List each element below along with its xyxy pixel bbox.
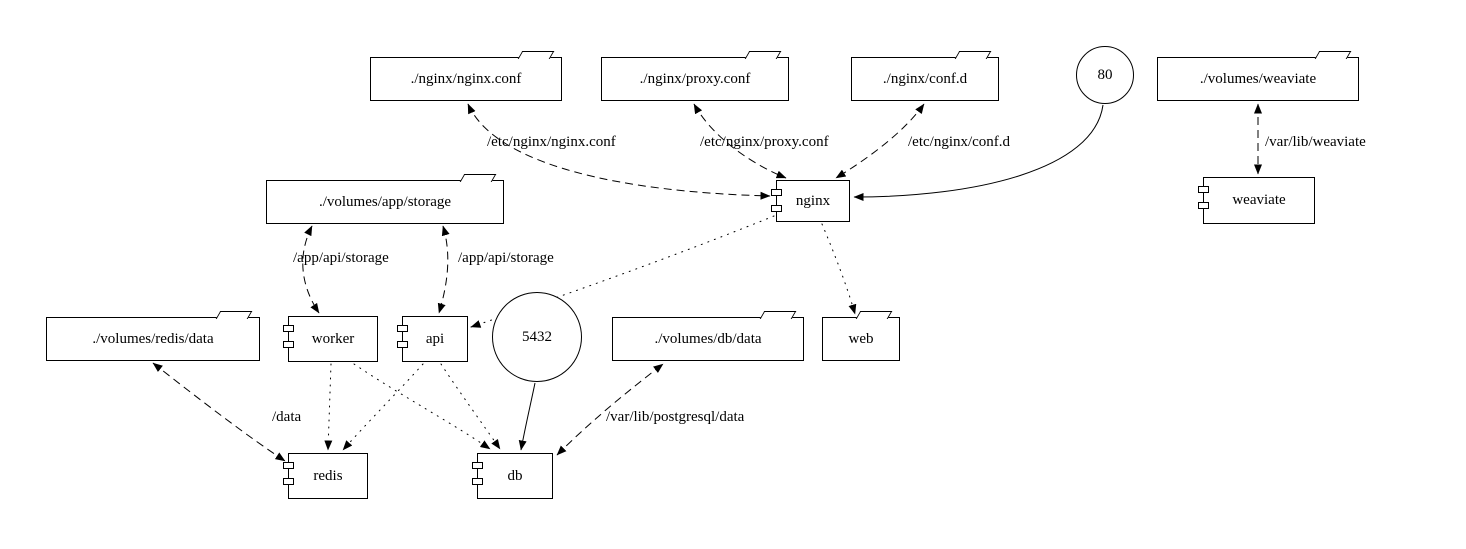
component-port-icon [771,205,782,212]
folder-tab-icon [517,51,555,59]
edge-label-weaviate-mount: /var/lib/weaviate [1265,134,1366,150]
component-weaviate-label: weaviate [1232,192,1286,208]
component-port-icon [397,341,408,348]
folder-conf-d: ./nginx/conf.d [851,51,999,101]
port-5432-label: 5432 [522,328,552,345]
folder-web-label: web [848,330,874,347]
edge-nginx-nginx-conf [467,103,771,200]
component-weaviate: weaviate [1198,177,1315,224]
edge-worker-db [353,363,491,450]
folder-proxy-conf-label: ./nginx/proxy.conf [639,70,751,87]
component-port-icon [771,189,782,196]
folder-volumes-app-storage: ./volumes/app/storage [266,174,504,224]
edge-label-db-mount: /var/lib/postgresql/data [606,409,745,425]
component-port-icon [283,478,294,485]
component-port-icon [1198,186,1209,193]
port-5432-circle: 5432 [492,292,582,382]
edge-nginx-proxy-conf [693,103,787,179]
folder-volumes-redis-data-label: ./volumes/redis/data [92,330,214,347]
folder-volumes-db-data-label: ./volumes/db/data [654,330,762,347]
component-nginx-label: nginx [795,192,831,209]
edge-label-proxy-conf-mount: /etc/nginx/proxy.conf [700,134,829,150]
port-80-circle: 80 [1076,46,1134,104]
folder-volumes-weaviate: ./volumes/weaviate [1157,51,1359,101]
component-port-icon [283,341,294,348]
folder-tab-icon [759,311,797,319]
edge-worker-storage [302,225,320,314]
edge-db-volume [556,363,664,456]
component-port-icon [283,325,294,332]
component-port-icon [283,462,294,469]
component-worker: worker [283,316,378,362]
folder-volumes-redis-data: ./volumes/redis/data [46,311,260,361]
folder-volumes-app-storage-label: ./volumes/app/storage [318,193,452,210]
edge-label-api-storage-mount: /app/api/storage [458,250,554,266]
component-port-icon [1198,202,1209,209]
folder-tab-icon [215,311,253,319]
folder-proxy-conf: ./nginx/proxy.conf [601,51,789,101]
edge-label-redis-mount: /data [272,409,302,425]
folder-tab-icon [459,174,497,182]
folder-nginx-conf-label: ./nginx/nginx.conf [410,70,522,87]
folder-web: web [822,311,900,361]
folder-tab-icon [855,311,893,319]
folder-volumes-db-data: ./volumes/db/data [612,311,804,361]
folder-nginx-conf: ./nginx/nginx.conf [370,51,562,101]
edge-label-conf-d-mount: /etc/nginx/conf.d [908,134,1011,150]
folder-tab-icon [1314,51,1352,59]
port-80-label: 80 [1097,66,1113,83]
component-db-label: db [507,467,523,484]
component-port-icon [472,478,483,485]
edge-api-storage [437,225,450,314]
component-port-icon [472,462,483,469]
edge-nginx-web [821,223,857,315]
edge-nginx-conf-d [835,103,925,179]
folder-conf-d-label: ./nginx/conf.d [882,70,968,87]
edge-redis-volume [152,362,286,462]
edge-label-worker-storage-mount: /app/api/storage [293,250,389,266]
component-redis-label: redis [313,467,343,484]
folder-tab-icon [954,51,992,59]
edge-worker-redis [324,363,333,451]
component-redis: redis [283,453,368,499]
component-worker-label: worker [311,330,355,347]
component-port-icon [397,325,408,332]
component-db: db [472,453,553,499]
component-nginx: nginx [771,180,850,222]
component-api: api [397,316,468,362]
edge-port80-nginx [853,104,1104,201]
edge-api-db [440,363,501,450]
folder-tab-icon [744,51,782,59]
edge-port5432-db [518,382,536,451]
folder-volumes-weaviate-label: ./volumes/weaviate [1199,70,1317,87]
edge-label-nginx-conf-mount: /etc/nginx/nginx.conf [487,134,616,150]
edge-api-redis [342,363,424,451]
component-api-label: api [425,330,445,347]
